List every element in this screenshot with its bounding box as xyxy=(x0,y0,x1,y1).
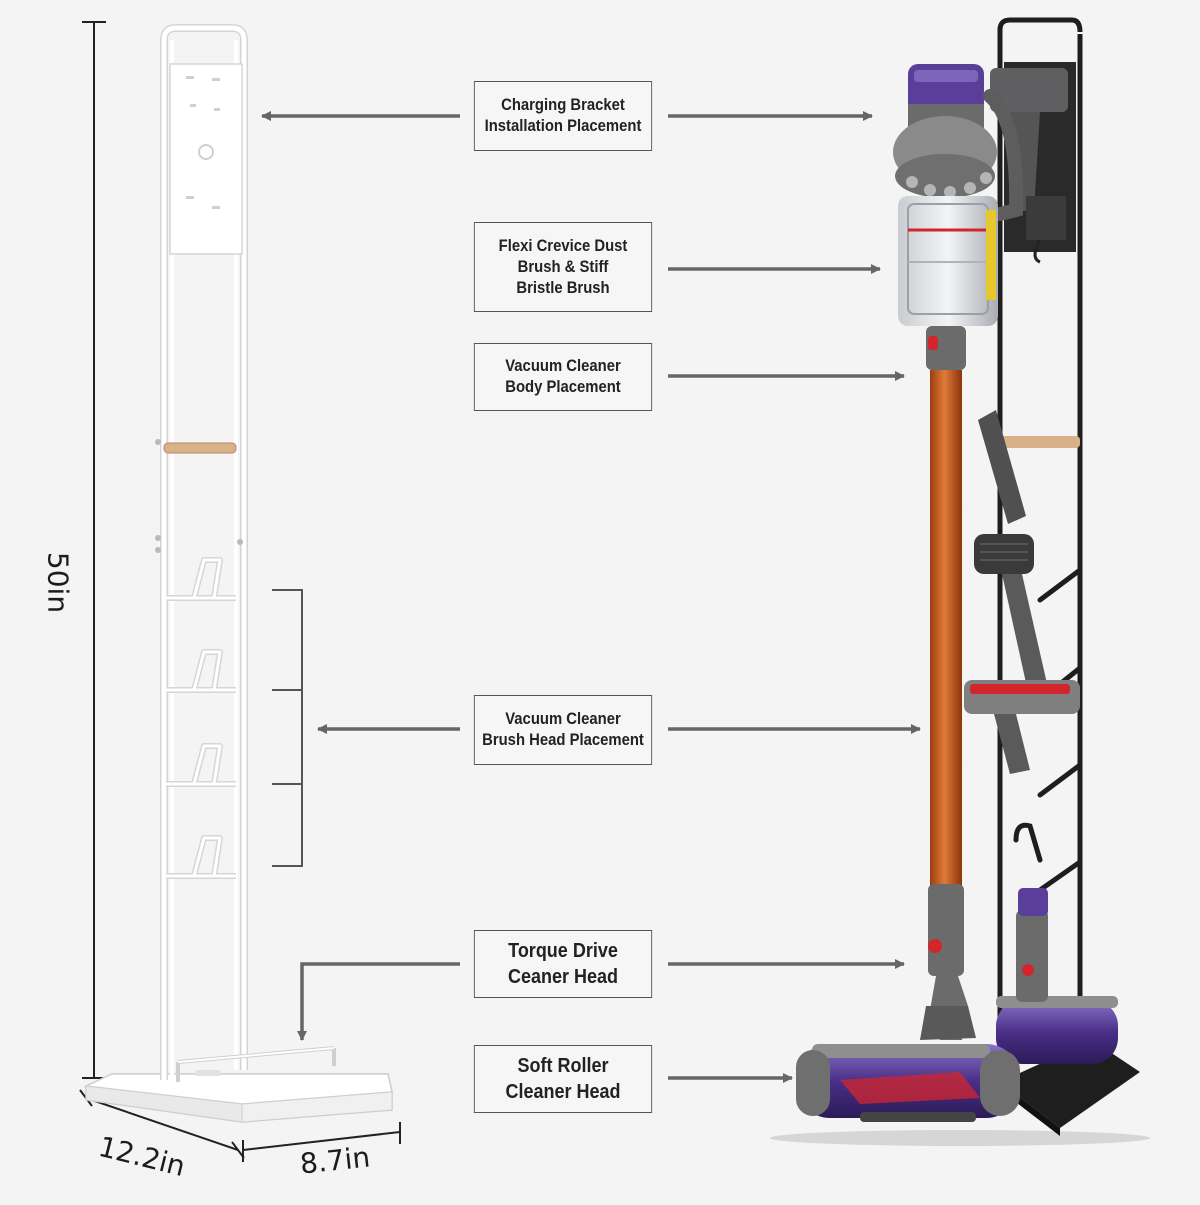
white-stand xyxy=(83,24,393,1123)
callout-charging-bracket: Charging Bracket Installation Placement xyxy=(473,81,653,151)
callout-brush-head: Vacuum Cleaner Brush Head Placement xyxy=(473,695,653,765)
width-dimension-line xyxy=(242,1122,401,1162)
height-dimension-line xyxy=(82,21,106,1079)
vacuum xyxy=(796,64,1118,1122)
floor-shadow xyxy=(770,1130,1150,1146)
callout-body-placement: Vacuum Cleaner Body Placement xyxy=(473,343,653,411)
height-label: 50in xyxy=(41,551,75,614)
callout-crevice-brush: Flexi Crevice Dust Brush & Stiff Bristle… xyxy=(473,222,653,312)
brush-head-bracket xyxy=(272,589,303,867)
callout-soft-roller: Soft Roller Cleaner Head xyxy=(473,1045,653,1113)
accessory-tools xyxy=(964,410,1080,774)
callout-arrows xyxy=(261,111,921,1083)
callout-torque-drive: Torque Drive Ceaner Head xyxy=(473,930,653,998)
